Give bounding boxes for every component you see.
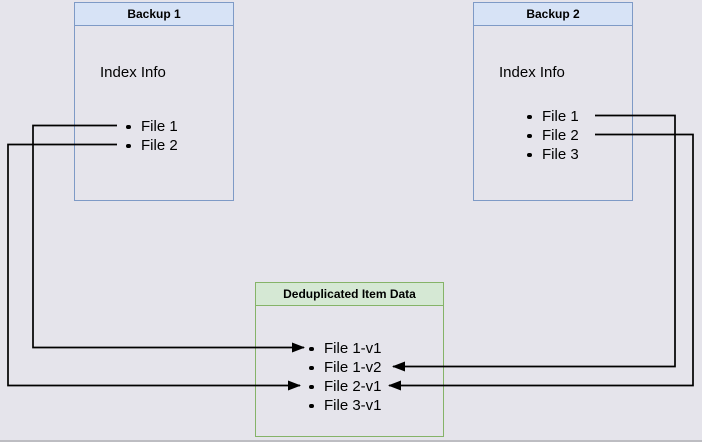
backup2-title: Backup 2 (474, 3, 632, 26)
dedup-file-1-v1: File 1-v1 (309, 339, 382, 358)
dedup-title: Deduplicated Item Data (256, 283, 443, 306)
backup1-file-1: File 1 (126, 117, 178, 136)
dedup-item-list: File 1-v1 File 1-v2 File 2-v1 File 3-v1 (309, 339, 382, 415)
backup2-file-list: File 1 File 2 File 3 (527, 107, 579, 164)
deduplicated-item-data-box: Deduplicated Item Data File 1-v1 File 1-… (255, 282, 444, 437)
backup1-file-2: File 2 (126, 136, 178, 155)
backup1-index-info-label: Index Info (100, 64, 166, 81)
backup2-file-3: File 3 (527, 145, 579, 164)
backup1-title: Backup 1 (75, 3, 233, 26)
dedup-file-3-v1: File 3-v1 (309, 396, 382, 415)
dedup-file-2-v1: File 2-v1 (309, 377, 382, 396)
backup2-index-info-label: Index Info (499, 64, 565, 81)
backup1-file-list: File 1 File 2 (126, 117, 178, 155)
backup2-file-1: File 1 (527, 107, 579, 126)
backup1-box: Backup 1 Index Info File 1 File 2 (74, 2, 234, 201)
dedup-file-1-v2: File 1-v2 (309, 358, 382, 377)
backup2-file-2: File 2 (527, 126, 579, 145)
backup2-box: Backup 2 Index Info File 1 File 2 File 3 (473, 2, 633, 201)
